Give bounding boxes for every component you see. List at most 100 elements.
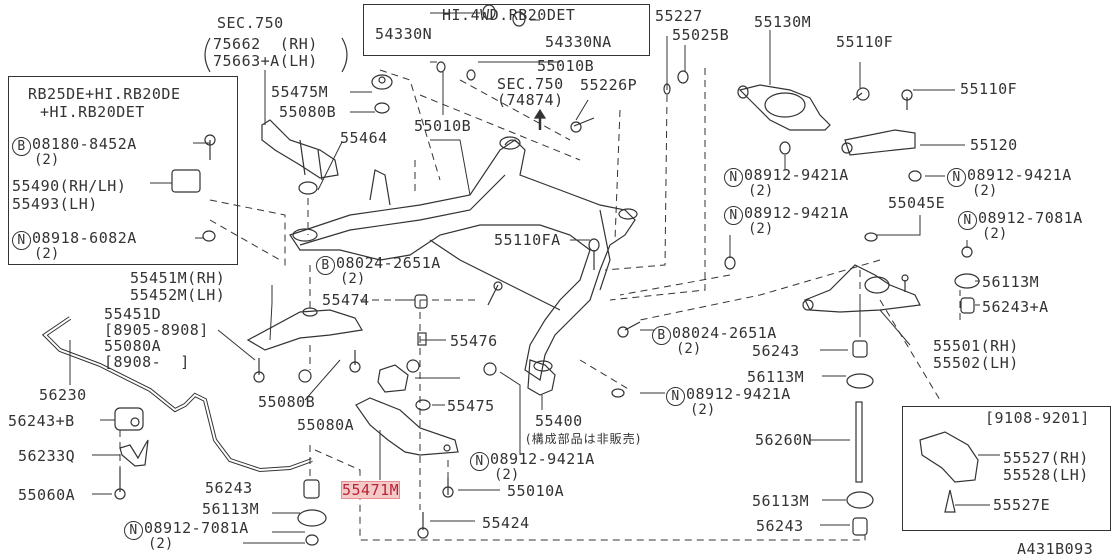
clip-55527E[interactable] [944,489,956,513]
part-56113M-a[interactable]: 56113M [982,273,1040,291]
part-55474[interactable]: 55474 [322,291,370,309]
part-55527[interactable]: 55527(RH) [1003,449,1089,467]
stabilizer-bar-56230[interactable] [41,316,313,473]
part-55060A[interactable]: 55060A [18,486,76,504]
part-55527E[interactable]: 55527E [993,496,1051,514]
date-range-55451D: [8905-8908] [104,321,209,339]
part-55475M[interactable]: 55475M [271,83,329,101]
nut-marker-icon: N [724,168,743,187]
part-55080B-b[interactable]: 55080B [258,393,316,411]
part-55010B-b[interactable]: 55010B [414,117,472,135]
bushing-56243B[interactable] [114,407,144,431]
part-55490[interactable]: 55490(RH/LH) [12,177,127,195]
part-54330N[interactable]: 54330N [375,25,433,43]
part-56243A[interactable]: 56243+A [982,298,1049,316]
part-55010B-a[interactable]: 55010B [537,57,595,75]
part-56243B[interactable]: 56243+B [8,412,75,430]
leader-lines [69,12,1000,544]
part-55475[interactable]: 55475 [447,397,495,415]
nut-marker-icon: N [124,521,143,540]
inset-title-line1: RB25DE+HI.RB20DE [28,85,181,103]
arrow-head-icon [533,108,547,119]
part-55080A-a[interactable]: 55080A [104,337,162,355]
part-55080A-b[interactable]: 55080A [297,416,355,434]
qty: (2) [748,183,774,199]
qty: (2) [748,221,774,237]
part-55400[interactable]: 55400 [535,412,583,430]
cover-55527[interactable] [919,431,979,483]
qty: (2) [690,402,716,418]
lower-arm-55501[interactable] [802,264,921,313]
clamp-56233Q[interactable] [119,439,149,467]
part-55045E[interactable]: 55045E [888,194,946,212]
bracket-55451M[interactable] [246,307,363,351]
part-55452M[interactable]: 55452M(LH) [130,286,226,304]
part-56243-b[interactable]: 56243 [205,479,253,497]
part-54330NA[interactable]: 54330NA [545,33,612,51]
part-55025B[interactable]: 55025B [672,26,730,44]
sec750-label: SEC.750 [217,14,284,32]
part-55528[interactable]: 55528(LH) [1003,466,1089,484]
part-55110F-b[interactable]: 55110F [960,80,1018,98]
bracket-55471M[interactable] [355,397,459,456]
part-55110F-a[interactable]: 55110F [836,33,894,51]
link-55120[interactable] [841,129,916,156]
inset-title-9108: [9108-9201] [985,409,1090,427]
part-55120[interactable]: 55120 [970,136,1018,154]
upper-arm-55130M[interactable] [737,84,831,131]
part-56233Q[interactable]: 56233Q [18,447,76,465]
part-55493[interactable]: 55493(LH) [12,195,98,213]
stud-56260N[interactable] [855,401,863,483]
part-55451M[interactable]: 55451M(RH) [130,269,226,287]
part-55227[interactable]: 55227 [655,7,703,25]
qty: (2) [494,467,520,483]
part-74874[interactable]: (74874) [497,91,564,109]
part-55502[interactable]: 55502(LH) [933,354,1019,372]
part-55080B-top[interactable]: 55080B [279,103,337,121]
part-56230[interactable]: 56230 [39,386,87,404]
part-55451D[interactable]: 55451D [104,305,162,323]
part-55130M[interactable]: 55130M [754,13,812,31]
bracket-75662[interactable] [261,119,339,181]
part-56113M-c[interactable]: 56113M [202,500,260,518]
part-55110FA[interactable]: 55110FA [494,231,561,249]
part-55464[interactable]: 55464 [340,129,388,147]
part-55226P[interactable]: 55226P [580,76,638,94]
mount-55476[interactable] [377,359,420,393]
part-75662[interactable]: 75662 (RH) [213,35,318,53]
part-55424[interactable]: 55424 [482,514,530,532]
part-75663A[interactable]: 75663+A(LH) [213,52,318,70]
part-55471M-highlighted[interactable]: 55471M [340,481,401,499]
bolt-marker-icon: B [12,137,31,156]
nut-marker-icon: N [470,452,489,471]
part-56113M-b[interactable]: 56113M [747,368,805,386]
part-56113M-d[interactable]: 56113M [752,492,810,510]
qty: (2) [340,271,366,287]
nut-marker-icon: N [958,211,977,230]
part-56243-c[interactable]: 56243 [756,517,804,535]
part-55476[interactable]: 55476 [450,332,498,350]
diagram-id: A431B093 [1017,540,1094,558]
inset-title-line2: +HI.RB20DET [40,103,145,121]
part-56243-a[interactable]: 56243 [752,342,800,360]
crossmember-55400[interactable] [289,136,638,396]
qty: (2) [982,226,1008,242]
part-56260N[interactable]: 56260N [755,431,813,449]
inset-box-4wd [363,4,650,56]
qty: (2) [34,152,60,168]
part-55501[interactable]: 55501(RH) [933,337,1019,355]
date-range-55080A: [8908- ] [104,353,190,371]
part-55010A[interactable]: 55010A [507,482,565,500]
